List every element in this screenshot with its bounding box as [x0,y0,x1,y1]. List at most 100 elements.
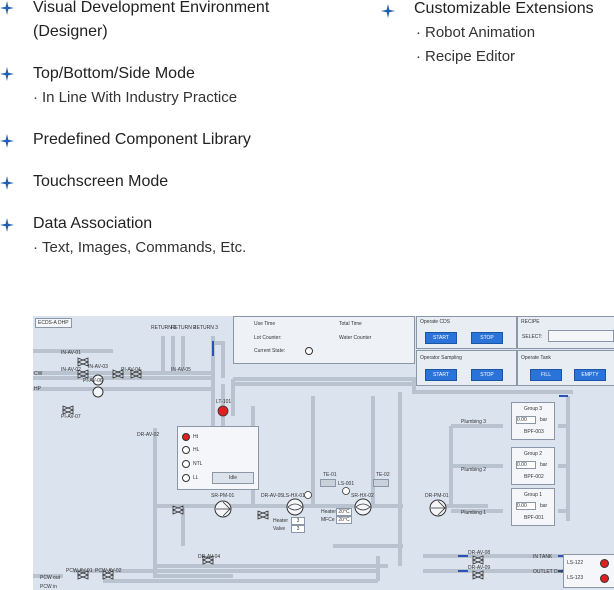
plumbing-label: Plumbing 3 [461,419,487,425]
group-value: 0.00 [516,461,536,469]
operator-sampling-panel: Operator Sampling START STOP [416,350,517,386]
pump-label: LS-HX-01 [283,493,305,499]
recipe-select-label: SELECT: [522,334,543,340]
feature-list-right: Customizable Extensions ·Robot Animation… [381,0,614,80]
star-bullet-icon [0,134,14,148]
feature-title: Top/Bottom/Side Mode [33,65,195,82]
operate-cds-panel: Operate CDS START STOP [416,316,517,349]
star-bullet-icon [381,4,395,18]
inlet-label: PCW in [40,584,57,590]
feature-title: Touchscreen Mode [33,173,169,190]
operate-tank-panel: Operate Tank FILL EMPTY [517,350,614,386]
heater-value[interactable]: 3 [291,517,305,525]
lot-counter-label: Lot Counter: [254,335,282,341]
valve-label: IN-AV-02 [61,367,81,373]
sensor-label: TE-01 [323,472,337,478]
valve-label: PI-AV-07 [61,414,81,420]
group-unit: bar [540,462,548,468]
cds-stop-button[interactable]: STOP [471,332,503,344]
alarm-indicator [600,574,609,583]
recipe-panel: RECIPE SELECT: [517,316,614,349]
use-time-label: Use Time [254,321,276,327]
operator-sampling-title: Operator Sampling [420,355,462,361]
recipe-select-input[interactable] [548,330,614,342]
mfc-value[interactable]: 20°C [336,516,352,524]
info-panel: Use Time Total Time Lot Counter: Water C… [233,316,415,364]
level-option: Ht [193,434,198,440]
pump-label: DR-PM-01 [425,493,449,499]
alarm-label: LS-123 [567,575,584,581]
group-card: Group 2 0.00 bar BPF-002 [511,447,555,485]
star-bullet-icon [0,1,14,15]
level-option: HL [193,447,200,453]
valve-ctl-value[interactable]: 3 [291,525,305,533]
level-option: LL [193,475,199,481]
group-id: BPF-003 [524,429,544,435]
return-label: RETURN 3 [193,325,219,331]
current-state-label: Current State: [254,348,286,354]
level-option: NTL [193,461,203,467]
feature-title: Customizable Extensions [414,0,594,17]
tank-fill-button[interactable]: FILL [530,369,562,381]
water-counter-label: Water Counter [339,335,372,341]
sampling-stop-button[interactable]: STOP [471,369,503,381]
recipe-title: RECIPE [521,319,540,325]
feature-title: Predefined Component Library [33,131,251,148]
valve-label: PI-AV-06 [83,378,103,384]
level-radio-hl[interactable] [182,446,190,454]
group-unit: bar [540,417,548,423]
group-unit: bar [540,503,548,509]
heater-label: Heater [273,518,289,524]
heater2-value[interactable]: 20°C [336,508,352,516]
star-bullet-icon [0,218,14,232]
alarm-indicator [600,559,609,568]
group-name: Group 1 [524,492,543,498]
level-radio-ht[interactable] [182,433,190,441]
operate-cds-title: Operate CDS [420,319,451,325]
idle-button[interactable]: Idle [212,472,254,484]
return-label: RETURN 2 [171,325,197,331]
star-bullet-icon [0,67,14,81]
valve-ctl-label: Valve [273,526,286,532]
group-name: Group 2 [524,451,543,457]
feature-title: Data Association [33,215,153,232]
sensor-label: LS-001 [338,481,355,487]
feature-subitem: ·Recipe Editor [416,48,516,65]
current-state-indicator [305,347,313,355]
hmi-screenshot: ECDS-A DHP RETURN 1 RETURN 2 RETURN 3 Us… [33,316,614,590]
valve-label: IN-AV-01 [61,350,81,356]
inlet-label: PCW out [40,575,61,581]
sensor-readout [373,479,389,487]
level-radio-ntl[interactable] [182,460,190,468]
sensor-label: TE-02 [376,472,390,478]
group-value: 0.00 [516,502,536,510]
feature-title-line2: (Designer) [33,23,108,40]
alarm-panel: LS-122 LS-123 [563,554,614,588]
valve-label: IN-AV-05 [171,367,191,373]
tank-empty-button[interactable]: EMPTY [574,369,606,381]
valve-label: PI-AV-04 [121,367,141,373]
feature-title: Visual Development Environment [33,0,270,16]
valve-label: DR-AV-04 [198,554,221,560]
outlet-label: IN TANK [533,554,553,560]
feature-subitem: ·Text, Images, Commands, Etc. [33,239,247,256]
lt-label: LT-101 [216,399,232,405]
operate-tank-title: Operate Tank [521,355,551,361]
inlet-label: HP [34,386,41,392]
group-card: Group 3 0.00 bar BPF-003 [511,402,555,440]
valve-label: PCW-AV-01 [66,568,93,574]
sampling-start-button[interactable]: START [425,369,457,381]
feature-subitem: ·Robot Animation [416,24,536,41]
valve-label: DR-AV-05 [261,493,284,499]
valve-label: DR-AV-08 [468,550,491,556]
pump-label: SR-PM-01 [211,493,235,499]
alarm-label: LS-122 [567,560,584,566]
valve-label: DR-AV-02 [137,432,160,438]
sensor-readout [320,479,336,487]
hmi-tag: ECDS-A DHP [35,318,72,328]
valve-label: DR-AV-09 [468,565,491,571]
level-radio-ll[interactable] [182,474,190,482]
group-card: Group 1 0.00 bar BPF-001 [511,488,555,526]
feature-subitem: ·In Line With Industry Practice [33,89,238,106]
cds-start-button[interactable]: START [425,332,457,344]
